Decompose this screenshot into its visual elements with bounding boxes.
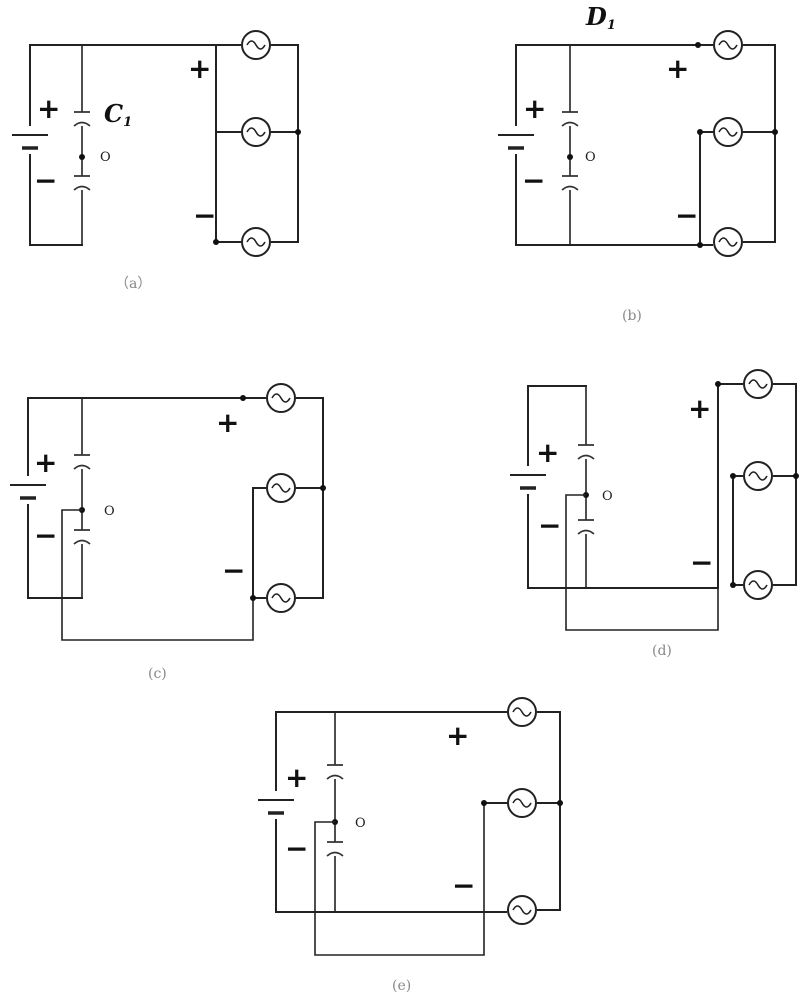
circuit-c-node-bottom [250, 595, 256, 601]
circuit-e-plus-battery: + [285, 761, 308, 794]
circuit-b-minus-battery: − [522, 164, 545, 197]
circuit-a-capacitors [73, 111, 91, 191]
circuit-b-node-right [772, 129, 778, 135]
circuit-d-plus-battery: + [536, 436, 559, 469]
circuit-d-capacitors [577, 444, 595, 535]
circuit-c-ac-source-2 [266, 473, 296, 503]
circuit-c-capacitors [73, 454, 91, 545]
circuit-d-middle-wire [732, 475, 743, 586]
circuit-a-plus-battery: + [37, 92, 60, 125]
circuit-e-left-wire [275, 711, 507, 913]
circuit-e-ac-source-1 [507, 697, 537, 727]
circuit-d-minus-load: − [690, 546, 713, 579]
circuit-d: + − + − O (d) [510, 369, 799, 659]
circuit-a-left-wire [29, 44, 241, 246]
circuit-c-ac-source-1 [266, 383, 296, 413]
circuit-b-left-wire [515, 44, 713, 246]
circuit-c: + − + − O (c) [10, 383, 326, 682]
circuit-a: + − + − O C1 （a） [12, 30, 301, 292]
circuit-d-o-label: O [602, 489, 613, 504]
circuit-d-left-wire [527, 385, 719, 589]
circuit-d-ac-source-2 [743, 461, 773, 491]
circuit-b-capacitors [561, 111, 579, 191]
circuit-e-minus-battery: − [285, 832, 308, 865]
circuit-c-plus-battery: + [34, 446, 57, 479]
circuit-d-node-bottom [730, 582, 736, 588]
circuit-b-node-mid [697, 129, 703, 135]
circuit-a-right-wire [271, 44, 299, 243]
circuit-a-plus-load: + [188, 52, 211, 85]
circuit-d-node-top [715, 381, 721, 387]
circuit-b-right-wire [743, 44, 776, 243]
circuit-a-c1-label: C1 [104, 99, 132, 130]
circuit-b-midpoint-node [567, 154, 573, 160]
circuit-a-node-right [295, 129, 301, 135]
circuit-e-node-right [557, 800, 563, 806]
caption-b: (b) [622, 308, 642, 324]
circuit-c-node-right [320, 485, 326, 491]
circuit-e-node-mid [481, 800, 487, 806]
circuit-a-ac-source-1 [241, 30, 271, 60]
circuit-c-right-wire [296, 397, 324, 599]
circuit-d-ac-source-3 [743, 570, 773, 600]
circuit-e: + − + − O (e) [258, 697, 563, 994]
circuit-a-minus-load: − [193, 199, 216, 232]
circuit-d-minus-battery: − [538, 509, 561, 542]
circuit-c-minus-battery: − [34, 519, 57, 552]
caption-e: (e) [392, 978, 411, 994]
circuit-b-node-bottom [697, 242, 703, 248]
circuit-a-ac-source-2 [241, 117, 271, 147]
circuit-b-ac-source-3 [713, 227, 743, 257]
circuit-d-ac-source-1 [743, 369, 773, 399]
circuit-b-o-label: O [585, 150, 596, 165]
circuit-a-ac-source-3 [241, 227, 271, 257]
circuit-e-ac-source-3 [507, 895, 537, 925]
circuit-e-o-label: O [355, 816, 366, 831]
circuit-e-minus-load: − [452, 869, 475, 902]
circuit-c-plus-load: + [216, 406, 239, 439]
circuit-e-ac-source-2 [507, 788, 537, 818]
circuit-b-plus-battery: + [523, 92, 546, 125]
circuit-a-midpoint-node [79, 154, 85, 160]
circuit-c-o-label: O [104, 504, 115, 519]
circuit-a-middle-wire [215, 44, 241, 243]
circuit-b-d1-label: D1 [585, 2, 616, 33]
circuit-c-left-wire [27, 397, 266, 599]
caption-c: (c) [148, 666, 167, 682]
circuit-e-right-wire [537, 711, 561, 911]
circuit-d-neutral-wire [565, 494, 719, 631]
circuit-e-capacitors [326, 764, 344, 857]
caption-a: （a） [115, 276, 151, 292]
circuit-a-o-label: O [100, 150, 111, 165]
circuit-a-node-bottom [213, 239, 219, 245]
circuit-b-plus-load: + [666, 52, 689, 85]
circuit-c-neutral-wire [61, 509, 254, 641]
circuit-e-neutral-wire [314, 803, 485, 956]
circuit-a-minus-battery: − [34, 164, 57, 197]
circuit-c-minus-load: − [222, 554, 245, 587]
circuit-e-plus-load: + [446, 719, 469, 752]
circuit-d-plus-load: + [688, 392, 711, 425]
circuit-b-node-top [695, 42, 701, 48]
circuit-d-right-wire [717, 383, 797, 589]
circuit-b-ac-source-2 [713, 117, 743, 147]
caption-d: (d) [652, 643, 672, 659]
circuit-b: + − + − O D1 (b) [498, 2, 778, 324]
circuit-d-node-right [793, 473, 799, 479]
circuit-c-ac-source-3 [266, 583, 296, 613]
circuit-b-minus-load: − [675, 199, 698, 232]
circuit-c-node-top [240, 395, 246, 401]
circuit-d-node-mid [730, 473, 736, 479]
circuit-c-middle-wire [252, 487, 266, 599]
circuit-b-ac-source-1 [713, 30, 743, 60]
circuit-b-middle-wire [699, 131, 713, 246]
